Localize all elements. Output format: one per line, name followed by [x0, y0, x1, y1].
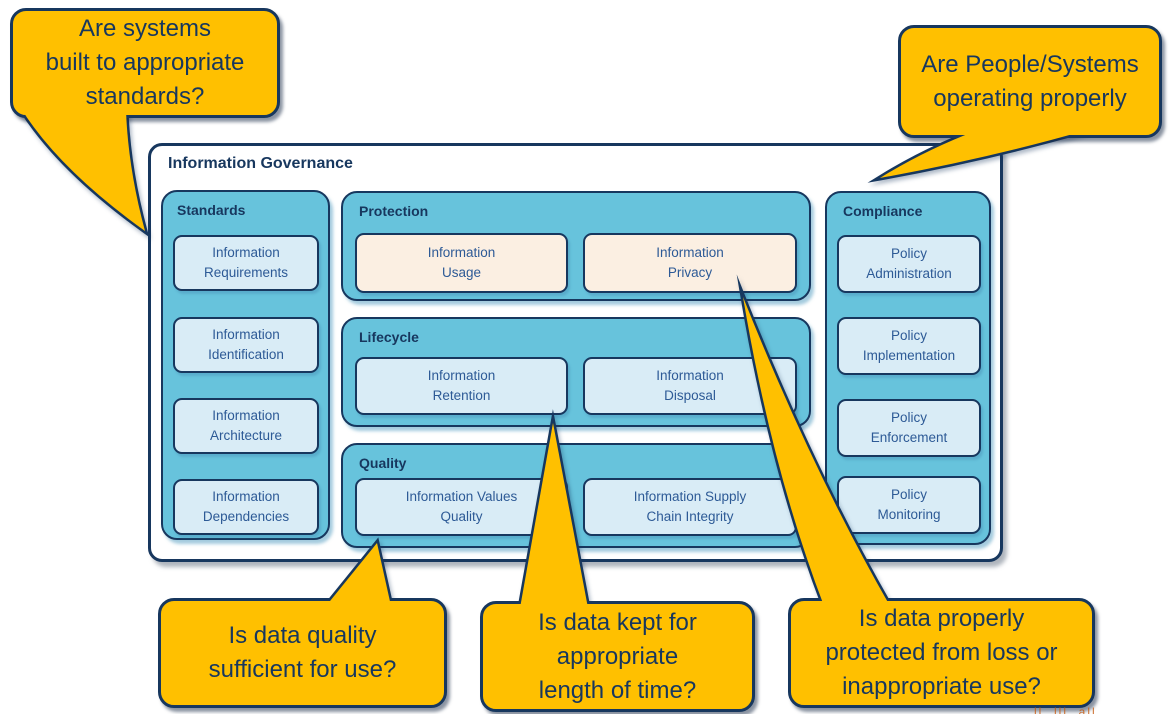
callout-retention-question-text: Is data kept for appropriate length of t… [538, 608, 697, 704]
standards-item-information-dependencies: Information Dependencies [173, 479, 319, 535]
standards-section-title: Standards [177, 202, 246, 218]
quality-section: Quality Information Values Quality Infor… [341, 443, 811, 548]
compliance-item-policy-administration: Policy Administration [837, 235, 981, 293]
protection-item-information-privacy: Information Privacy [583, 233, 797, 293]
callout-protection-question-text: Is data properly protected from loss or … [825, 605, 1058, 700]
protection-item-information-usage: Information Usage [355, 233, 568, 293]
compliance-item-policy-enforcement: Policy Enforcement [837, 399, 981, 457]
lifecycle-item-information-disposal: Information Disposal [583, 357, 797, 415]
quality-item-information-supply-chain-integrity: Information Supply Chain Integrity [583, 478, 797, 536]
callout-quality-question-text: Is data quality sufficient for use? [208, 622, 397, 683]
lifecycle-section-title: Lifecycle [359, 329, 419, 345]
callout-protection-question: Is data properly protected from loss or … [788, 598, 1095, 708]
compliance-item-policy-monitoring: Policy Monitoring [837, 476, 981, 534]
lifecycle-section: Lifecycle Information Retention Informat… [341, 317, 811, 427]
lifecycle-item-information-retention: Information Retention [355, 357, 568, 415]
standards-callout-tail [19, 108, 150, 238]
watermark-fragment: ll. lll. all [1034, 705, 1097, 714]
quality-item-information-values-quality: Information Values Quality [355, 478, 568, 536]
protection-section: Protection Information Usage Information… [341, 191, 811, 301]
information-governance-container: Information Governance Standards Informa… [148, 143, 1003, 562]
standards-item-information-architecture: Information Architecture [173, 398, 319, 454]
diagram-title: Information Governance [168, 155, 353, 172]
compliance-section-title: Compliance [843, 203, 923, 219]
callout-standards-question: Are systems built to appropriate standar… [10, 8, 280, 118]
standards-section: Standards Information Requirements Infor… [161, 190, 330, 540]
standards-item-information-requirements: Information Requirements [173, 235, 319, 291]
callout-operations-question: Are People/Systems operating properly [898, 25, 1162, 138]
standards-item-information-identification: Information Identification [173, 317, 319, 373]
compliance-section: Compliance Policy Administration Policy … [825, 191, 991, 545]
callout-quality-question: Is data quality sufficient for use? [158, 598, 447, 708]
callout-operations-question-text: Are People/Systems operating properly [921, 50, 1139, 112]
quality-section-title: Quality [359, 455, 407, 471]
standards-callout-tail-fill [22, 110, 145, 231]
compliance-item-policy-implementation: Policy Implementation [837, 317, 981, 375]
callout-retention-question: Is data kept for appropriate length of t… [480, 601, 755, 712]
callout-standards-question-text: Are systems built to appropriate standar… [45, 15, 245, 110]
protection-section-title: Protection [359, 203, 429, 219]
